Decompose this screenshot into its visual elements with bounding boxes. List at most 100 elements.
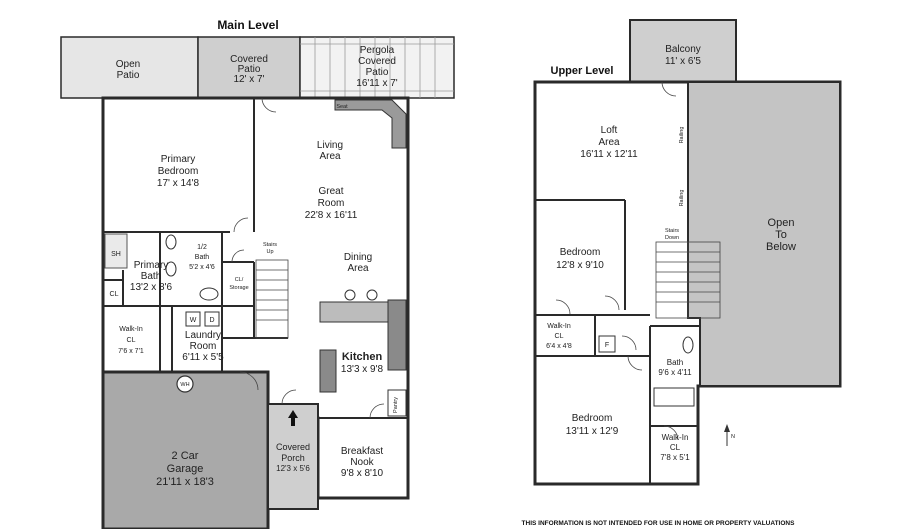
great-room-size: 22'8 x 16'11 <box>305 210 358 221</box>
kitchen-label: Kitchen <box>342 351 383 363</box>
stairs-down-label: Down <box>665 235 679 241</box>
covered-porch-size: 12'3 x 5'6 <box>276 464 310 473</box>
shower-label: SH <box>111 251 121 258</box>
balcony-area <box>629 19 737 83</box>
pergola-label: Patio <box>366 67 389 78</box>
garage-area <box>101 370 270 529</box>
open-patio-label: Patio <box>117 70 140 81</box>
open-to-below-label: Below <box>766 241 796 253</box>
dining-area-label: Dining <box>344 252 372 263</box>
garage-label: Garage <box>167 463 204 475</box>
covered-patio-size: 12' x 7' <box>233 74 264 85</box>
main-stairs <box>255 259 289 339</box>
loft-label: Area <box>598 137 620 148</box>
covered-porch-label: Covered <box>276 442 310 452</box>
primary-bedroom-size: 17' x 14'8 <box>157 178 200 189</box>
bedroom-size: 12'8 x 9'10 <box>556 260 604 271</box>
walkin-closet-label: CL <box>127 337 136 344</box>
loft-size: 16'11 x 12'11 <box>580 149 638 160</box>
primary-bath-size: 13'2 x 8'6 <box>130 282 173 293</box>
living-area-label: Living <box>317 140 343 151</box>
walkin-closet-label: CL <box>670 443 681 452</box>
breakfast-nook-label: Breakfast <box>341 446 383 457</box>
pergola-area <box>299 36 455 99</box>
walkin-closet-size: 6'4 x 4'8 <box>546 343 572 350</box>
primary-bath-label: Primary <box>134 260 168 271</box>
half-bath-label: 1/2 <box>197 244 207 251</box>
seat-bench <box>334 99 407 149</box>
breakfast-nook-size: 9'8 x 8'10 <box>341 468 384 479</box>
sink-icon <box>165 261 177 277</box>
pergola-slats <box>300 37 454 98</box>
open-to-below-label: Open <box>768 217 795 229</box>
great-room-label: Great <box>318 186 343 197</box>
garage-size: 21'11 x 18'3 <box>156 476 214 488</box>
primary-bath-label: Bath <box>141 271 162 282</box>
pantry-box <box>387 389 407 417</box>
shower <box>104 233 128 269</box>
compass-icon: N <box>724 424 735 446</box>
compass-label: N <box>731 434 735 440</box>
upper-interior-walls <box>535 199 700 484</box>
seat-label: Seat <box>336 104 348 110</box>
pantry-label: Pantry <box>393 397 399 413</box>
upper-stairs <box>655 241 721 319</box>
garage-label: 2 Car <box>172 450 199 462</box>
dryer-icon <box>185 311 201 327</box>
great-room-label: Room <box>318 198 345 209</box>
bedroom-label: Bedroom <box>572 413 613 424</box>
washer-label: W <box>190 317 197 324</box>
upper-level-title: Upper Level <box>551 65 614 77</box>
covered-patio-area <box>197 36 301 99</box>
walkin-closet-label: Walk-In <box>547 323 571 330</box>
open-patio-area <box>60 36 199 99</box>
primary-bedroom-label: Primary <box>161 154 195 165</box>
furnace-box <box>598 335 616 353</box>
covered-porch-label: Porch <box>281 453 305 463</box>
disclaimer-text: THIS INFORMATION IS NOT INTENDED FOR USE… <box>522 520 796 527</box>
stool-icon <box>344 289 356 301</box>
walkin-closet-label: Walk-In <box>119 326 143 333</box>
sink-icon <box>165 234 177 250</box>
open-patio-label: Open <box>116 59 140 70</box>
stairs-down-label: Stairs <box>665 228 679 234</box>
pergola-label: Pergola <box>360 45 395 56</box>
living-area-label: Area <box>319 151 341 162</box>
stairs-up-label: Stairs <box>263 242 277 248</box>
water-heater-label: WH <box>180 382 189 388</box>
main-door-swings <box>231 97 385 419</box>
railing-label: Railing <box>679 127 685 144</box>
bath-size: 9'6 x 4'11 <box>658 368 692 377</box>
stool-icon <box>366 289 378 301</box>
dryer-label: D <box>209 317 214 324</box>
walkin-closet-size: 7'6 x 7'1 <box>118 348 144 355</box>
laundry-label: Room <box>190 341 217 352</box>
cl-storage-label: Storage <box>229 285 248 291</box>
open-to-below-label: To <box>775 229 787 241</box>
toilet-icon <box>682 336 694 354</box>
half-bath-label: Bath <box>195 254 210 261</box>
dining-area-label: Area <box>347 263 369 274</box>
closet-label: CL <box>110 291 119 298</box>
half-bath-size: 5'2 x 4'6 <box>189 264 215 271</box>
stairs-up-label: Up <box>266 249 273 255</box>
bedroom-size: 13'11 x 12'9 <box>566 426 619 437</box>
laundry-size: 6'11 x 5'5 <box>182 352 224 363</box>
main-interior-walls <box>103 98 408 419</box>
railing-label: Railing <box>679 190 685 207</box>
entry-arrow-icon <box>288 410 298 426</box>
walkin-closet-label: CL <box>555 333 564 340</box>
bathtub <box>653 387 695 407</box>
bath-label: Bath <box>667 358 683 367</box>
main-level-title: Main Level <box>217 18 278 32</box>
furnace-label: F <box>605 342 609 349</box>
balcony-label: Balcony <box>665 44 701 55</box>
kitchen-counter-right <box>387 299 407 371</box>
water-heater-icon <box>176 375 194 393</box>
toilet-icon <box>199 287 219 301</box>
kitchen-counter-left <box>319 349 337 393</box>
breakfast-nook-label: Nook <box>350 457 374 468</box>
pergola-label: Covered <box>358 56 396 67</box>
covered-patio-label: Patio <box>238 64 261 75</box>
